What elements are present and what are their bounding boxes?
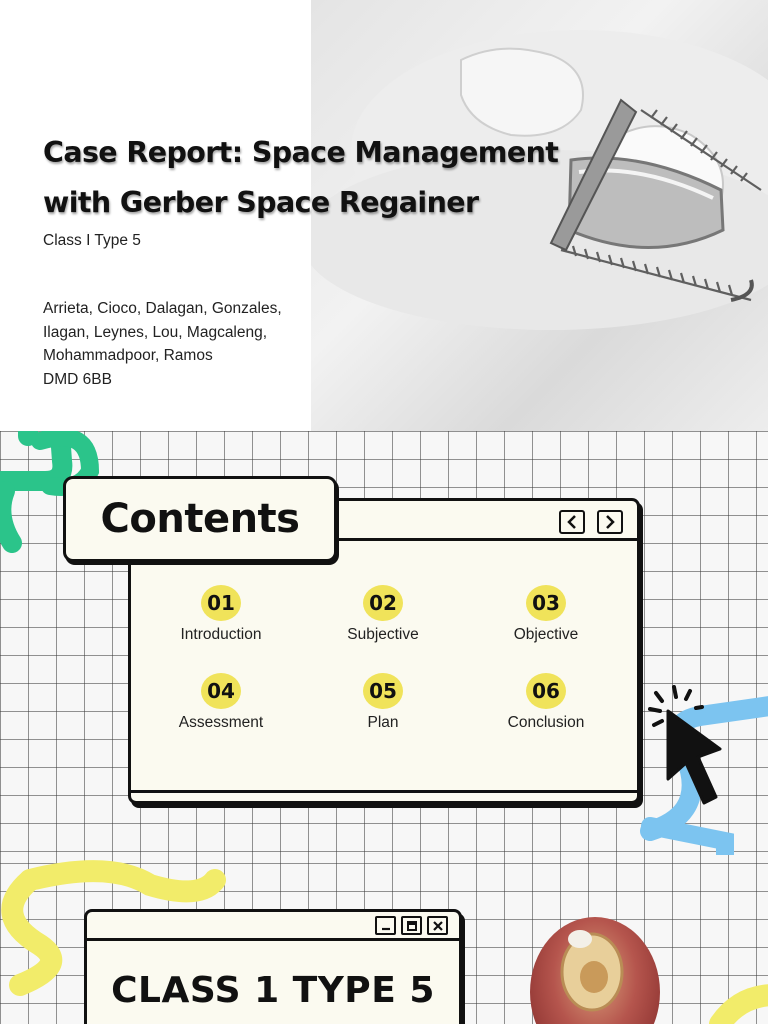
presentation-title: Case Report: Space Management with Gerbe… bbox=[43, 128, 623, 228]
presentation-subtitle: Class I Type 5 bbox=[43, 232, 141, 249]
cursor-arrow-icon bbox=[648, 685, 722, 805]
contents-item-subjective[interactable]: 02 Subjective bbox=[308, 585, 458, 644]
author-line: Arrieta, Cioco, Dalagan, Gonzales, bbox=[43, 300, 282, 317]
contents-list: 01 Introduction 02 Subjective 03 Objecti… bbox=[131, 501, 637, 801]
author-list: Arrieta, Cioco, Dalagan, Gonzales, Ilaga… bbox=[43, 297, 282, 391]
contents-title-tab: Contents bbox=[63, 476, 337, 562]
section-number-badge: 04 bbox=[201, 673, 241, 709]
close-icon bbox=[432, 920, 443, 931]
dental-appliance-photo bbox=[311, 0, 768, 431]
chevron-left-icon bbox=[567, 515, 576, 529]
title-slide: Case Report: Space Management with Gerbe… bbox=[0, 0, 768, 431]
class-window: CLASS 1 TYPE 5 bbox=[84, 909, 462, 1024]
section-number-badge: 05 bbox=[363, 673, 403, 709]
contents-item-assessment[interactable]: 04 Assessment bbox=[146, 673, 296, 732]
window-bottom-rule bbox=[131, 790, 637, 793]
section-label: Assessment bbox=[178, 714, 264, 731]
maximize-button[interactable] bbox=[401, 916, 422, 935]
class-section-line: DMD 6BB bbox=[43, 370, 112, 388]
section-number-badge: 03 bbox=[526, 585, 566, 621]
class-slide: CLASS 1 TYPE 5 bbox=[0, 855, 768, 1024]
contents-item-conclusion[interactable]: 06 Conclusion bbox=[471, 673, 621, 732]
space-regainer-illustration bbox=[311, 30, 768, 330]
chevron-right-icon bbox=[606, 515, 615, 529]
title-line-2: with Gerber Space Regainer bbox=[43, 186, 479, 219]
maximize-icon bbox=[406, 920, 417, 931]
title-line-1: Case Report: Space Management bbox=[43, 136, 559, 169]
window-title-bar bbox=[87, 912, 459, 941]
section-number-badge: 01 bbox=[201, 585, 241, 621]
decorative-squiggles bbox=[1, 860, 768, 1024]
section-number-badge: 02 bbox=[363, 585, 403, 621]
class-heading: CLASS 1 TYPE 5 bbox=[111, 970, 435, 1011]
contents-item-introduction[interactable]: 01 Introduction bbox=[146, 585, 296, 644]
contents-item-objective[interactable]: 03 Objective bbox=[471, 585, 621, 644]
section-label: Conclusion bbox=[507, 714, 585, 731]
section-label: Subjective bbox=[347, 626, 419, 643]
contents-item-plan[interactable]: 05 Plan bbox=[308, 673, 458, 732]
section-label: Plan bbox=[367, 714, 399, 731]
next-button[interactable] bbox=[597, 510, 623, 534]
section-label: Objective bbox=[513, 626, 579, 643]
author-line: Ilagan, Leynes, Lou, Magcaleng, bbox=[43, 323, 268, 341]
yellow-squiggle bbox=[19, 860, 226, 903]
close-button[interactable] bbox=[427, 916, 448, 935]
contents-heading: Contents bbox=[100, 496, 300, 542]
section-label: Introduction bbox=[180, 626, 262, 643]
minimize-button[interactable] bbox=[375, 916, 396, 935]
section-number-badge: 06 bbox=[526, 673, 566, 709]
minimize-icon bbox=[381, 927, 390, 930]
window-title-bar bbox=[131, 501, 637, 541]
previous-button[interactable] bbox=[559, 510, 585, 534]
tooth-illustration bbox=[560, 930, 624, 1012]
decorative-squiggles bbox=[0, 431, 768, 870]
author-line: Mohammadpoor, Ramos bbox=[43, 347, 213, 364]
